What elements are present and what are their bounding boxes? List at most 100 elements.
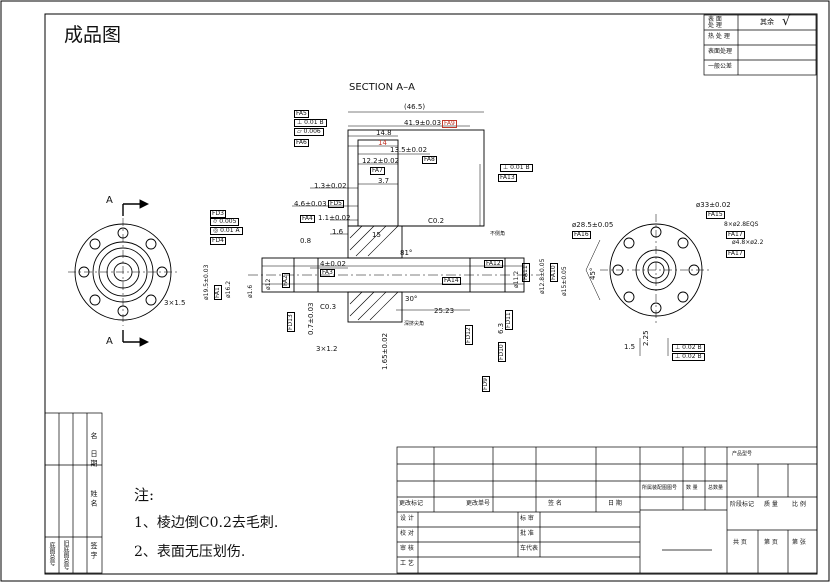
concentricity-icon: ◎: [213, 227, 219, 234]
dim-3r: 3×1.2: [316, 345, 338, 353]
gdt-5-value: 0.01: [220, 227, 234, 234]
dim-ang81: 81°: [400, 249, 413, 257]
dim-14: 14: [378, 139, 387, 147]
dim-v7: ø1.6: [247, 284, 254, 298]
title-block-lines: [396, 446, 818, 574]
dim-08: 0.8: [300, 237, 312, 245]
dim-165: 1.65±0.02: [381, 332, 389, 370]
dim-fa16: FA16: [572, 231, 591, 239]
gdt-6-datum: B: [697, 344, 702, 351]
tb-marks-2: 比 例: [792, 501, 806, 508]
dim-45: 4±0.02: [320, 260, 346, 268]
dim-11: 1.1±0.02: [318, 214, 351, 222]
dim-ang45: 45°: [589, 267, 597, 280]
perp-icon: ⊥: [297, 119, 303, 126]
tr-row-0-label: 表 面 处 理: [708, 16, 722, 29]
dim-fd12: FD12: [465, 325, 473, 345]
dim-fa3: FA3: [320, 269, 335, 277]
dim-2523: 25.23: [434, 307, 455, 315]
perp-icon: ⊥: [503, 164, 509, 171]
top-right-table: [703, 14, 817, 76]
dim-33: ø33±0.02: [696, 201, 731, 209]
section-marker-top: A: [106, 195, 113, 206]
dim-15: 1.5: [624, 343, 636, 351]
dim-fa5: FA5: [294, 110, 309, 118]
section-marker-bottom: A: [106, 336, 113, 347]
dim-v2: ø12.8±0.05: [539, 258, 546, 294]
tb-sign-1: 校 对: [400, 530, 414, 537]
dim-fa1: FA1: [214, 285, 222, 300]
gdt-7-datum: B: [697, 353, 702, 360]
surface-roughness-icon: √: [782, 14, 791, 29]
dim-fa14: FA14: [442, 277, 461, 285]
gdt-4: ⌭ 0.005: [210, 218, 240, 226]
cylindricity-icon: ⌭: [213, 218, 218, 225]
tb-sign-0: 设 计: [400, 515, 414, 522]
gdt-3-value: 0.01: [510, 164, 524, 171]
dim-fd11: FD11: [505, 310, 513, 330]
dim-fd10: FD10: [498, 342, 506, 362]
dim-122: 12.2±0.02: [362, 157, 400, 165]
dim-c03: C0.3: [320, 303, 337, 311]
dim-fa9: FA9: [442, 120, 457, 128]
lv-cell-0: 名: [90, 432, 98, 439]
dim-fa7: FA7: [370, 167, 385, 175]
tb-page-0: 共 页: [733, 539, 747, 546]
gdt-2-value: 0.006: [303, 128, 321, 135]
tr-row-0-value: 其余: [760, 18, 774, 26]
dim-07: 0.7±0.03: [307, 302, 315, 335]
gdt-5-datum: A: [235, 227, 240, 234]
tb-marks-0: 阶段标记: [730, 501, 755, 508]
tb-sign-r-1: 批 准: [520, 530, 534, 537]
dim-v1: ø15±0.05: [561, 266, 568, 296]
dim-63: 6.3: [497, 322, 505, 334]
lv-cell-3: 签 字: [90, 542, 98, 559]
dim-fa15: FA15: [706, 211, 725, 219]
dim-fd5: FD5: [328, 200, 344, 208]
dim-fd4: FD4: [210, 237, 226, 245]
tb-change-0: 更改标记: [399, 500, 424, 507]
perp-icon: ⊥: [675, 353, 681, 360]
dim-ang30: 30°: [405, 295, 418, 303]
dim-fa17b: FA17: [726, 250, 745, 258]
lv-cell-5: 底图总号: [48, 542, 55, 566]
tb-mid-2: 总数量: [708, 485, 724, 491]
gdt-6: ⊥ 0.02 B: [672, 344, 705, 352]
dim-v4: ø19.5±0.03: [203, 264, 210, 300]
left-flange-view: [68, 199, 178, 347]
tr-row-1-label: 热 处 理: [708, 33, 730, 40]
dim-3fl: 3×1.5: [164, 299, 186, 307]
dim-v5: ø16.2: [225, 280, 232, 298]
dim-fa8: FA8: [422, 156, 437, 164]
note-1: 1、棱边倒C0.2去毛刺.: [134, 515, 279, 531]
dim-13: 1.3±0.02: [314, 182, 347, 190]
dim-135: 13.5±0.02: [390, 146, 428, 154]
perp-icon: ⊥: [675, 344, 681, 351]
section-view: [248, 111, 540, 323]
tr-row-3-label: 一般公差: [708, 63, 733, 70]
left-vertical-table: [44, 412, 103, 574]
lv-cell-2: 姓 名: [90, 490, 98, 507]
dim-fa2: FA2: [282, 273, 290, 288]
dim-fd13: FD13: [287, 312, 295, 332]
dim-419: 41.9±0.03: [404, 119, 442, 127]
note-small-2: 深挤尖角: [404, 321, 425, 327]
dim-fd3: FD3: [210, 210, 226, 218]
gdt-6-value: 0.02: [682, 344, 696, 351]
dim-fa12: FA12: [484, 260, 503, 268]
dim-v3: ø11.2: [513, 270, 520, 288]
gdt-7: ⊥ 0.02 B: [672, 353, 705, 361]
dim-148: 14.8: [376, 129, 392, 137]
dim-285: ø28.5±0.05: [572, 221, 614, 229]
dim-16: 1.6: [332, 228, 344, 236]
dim-c02: C0.2: [428, 217, 445, 225]
tb-page-1: 第 页: [764, 539, 778, 546]
lv-cell-1: 日 期: [90, 450, 98, 467]
note-2: 2、表面无压划伤.: [134, 544, 246, 560]
dim-ang15: 15: [372, 231, 381, 239]
tb-sign-2: 审 核: [400, 545, 414, 552]
note-small-1: 不侧角: [490, 231, 506, 237]
tb-sign-r-2: 车代表: [520, 545, 539, 552]
